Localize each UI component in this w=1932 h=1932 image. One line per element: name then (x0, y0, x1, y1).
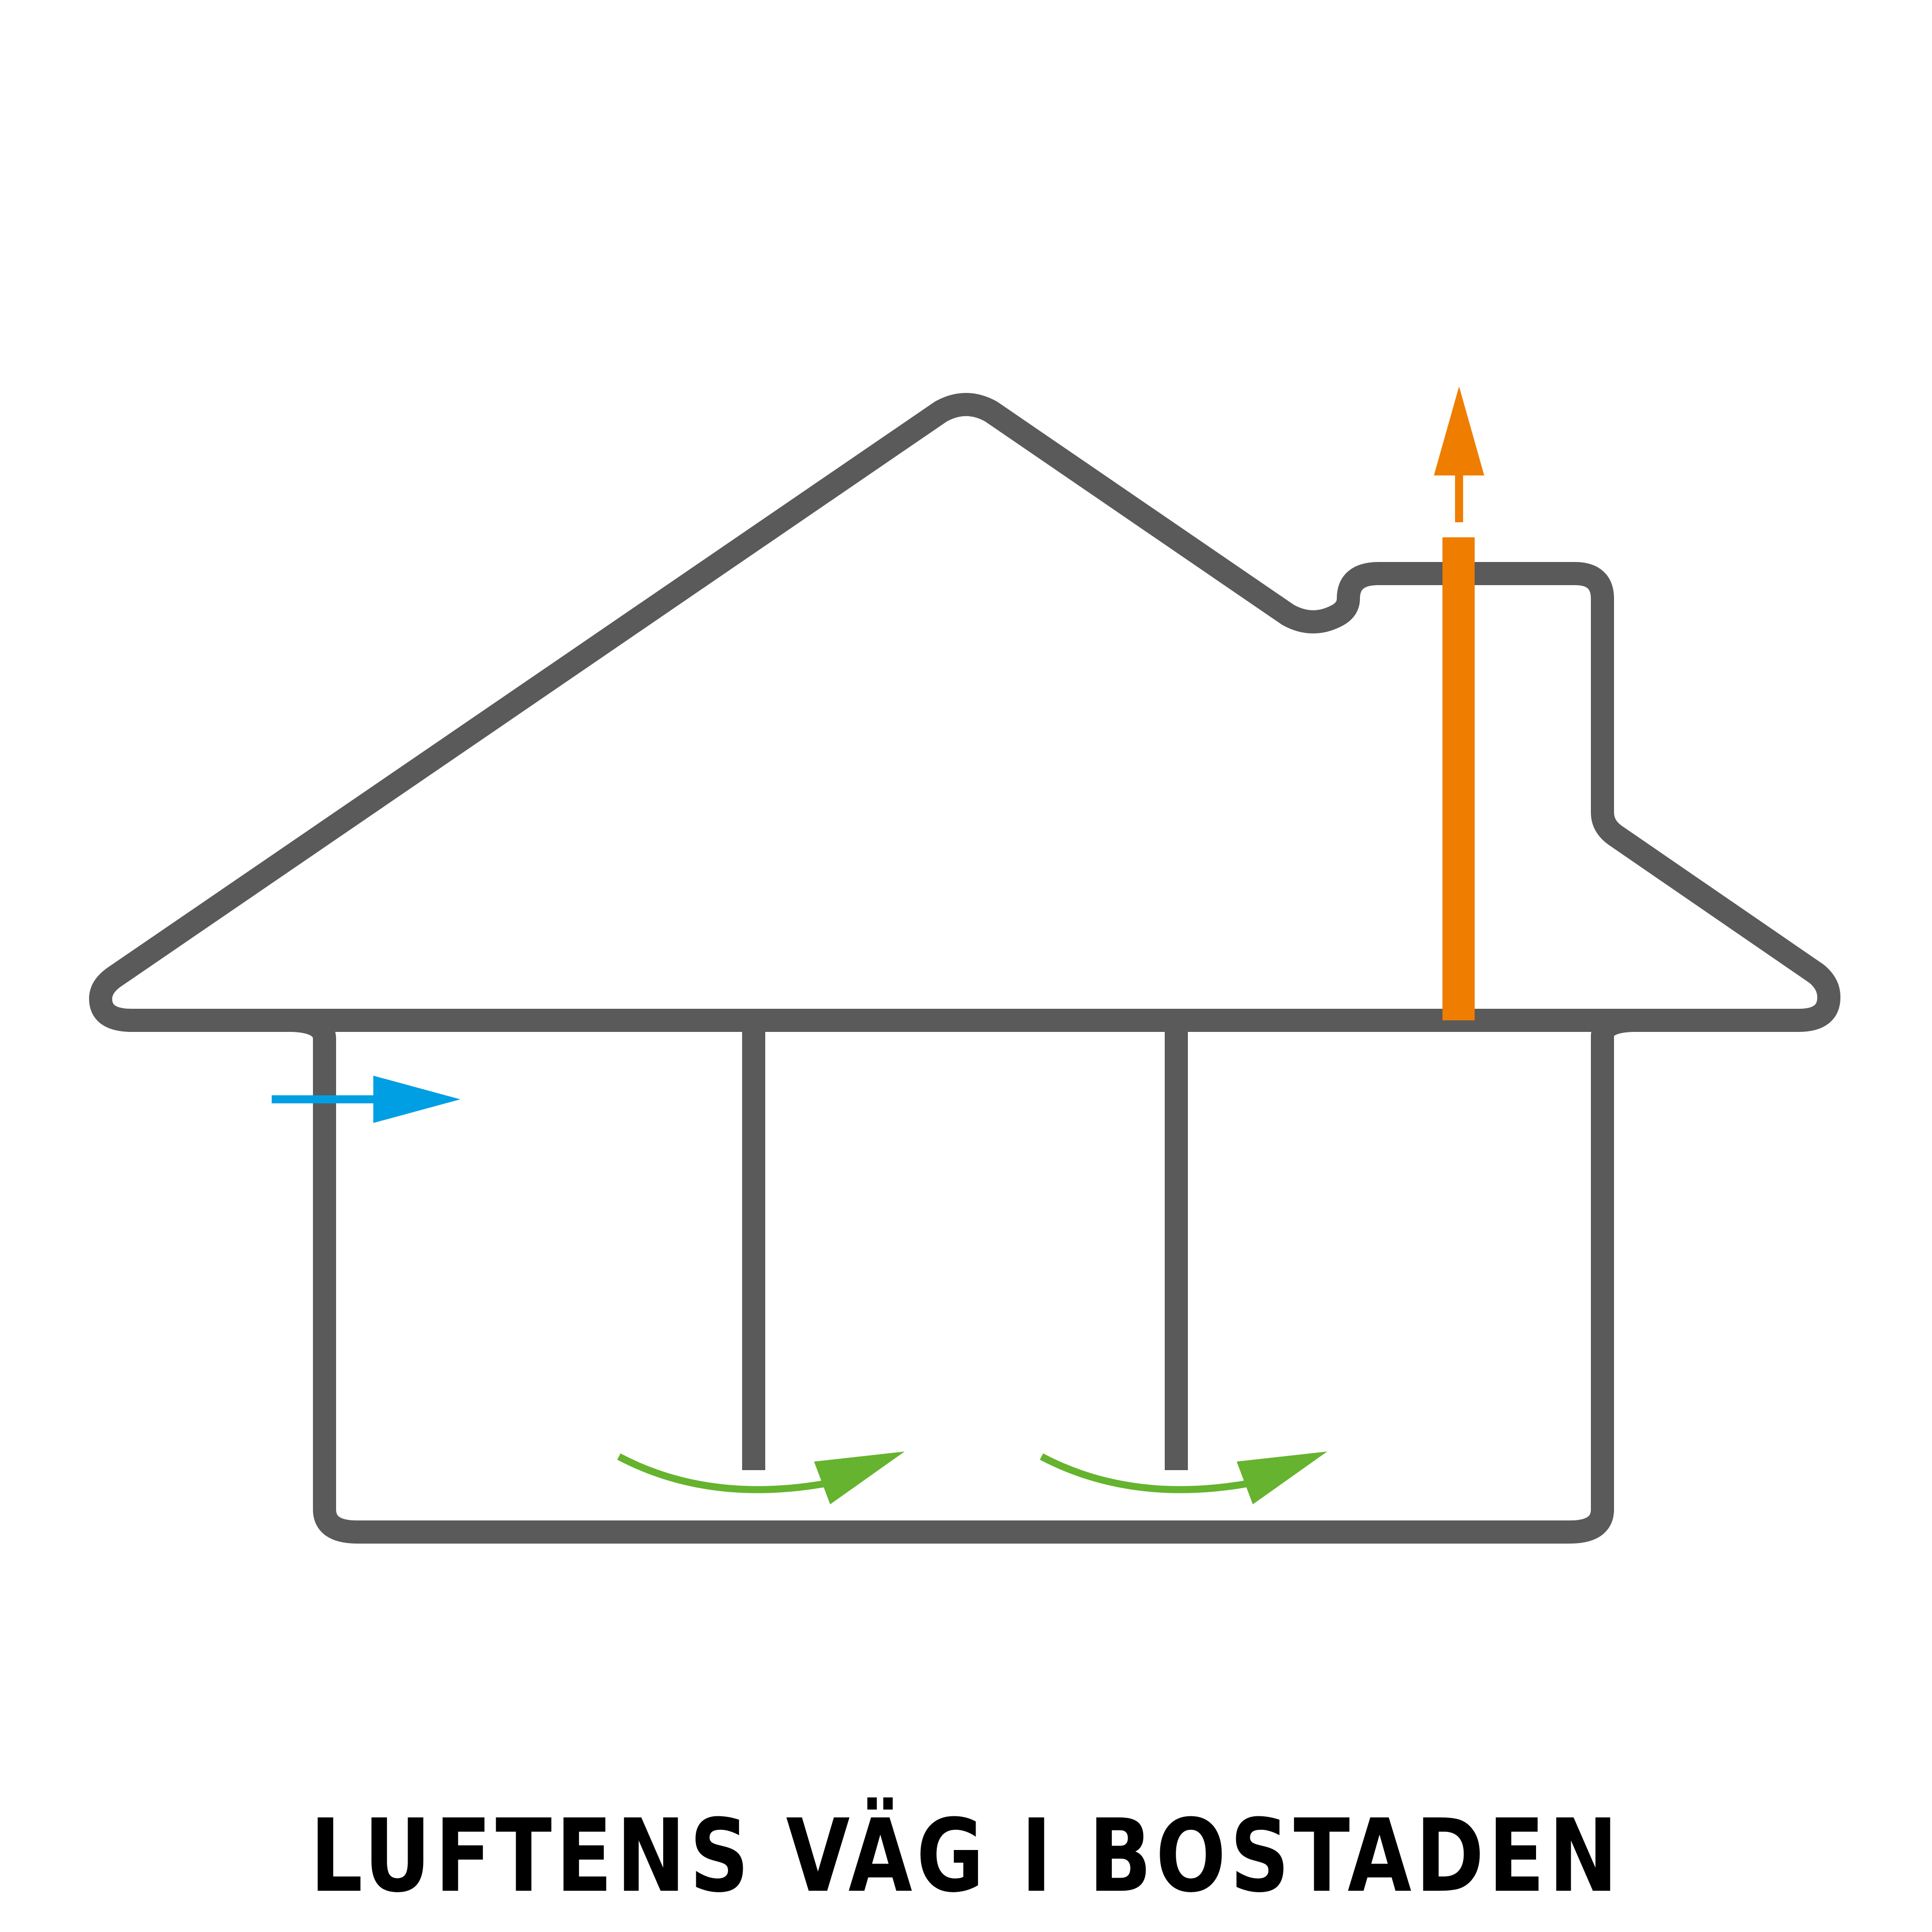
transfer-air-arrow-icon-right (1039, 1452, 1327, 1504)
transfer-air-arrow-icon-left (617, 1452, 905, 1504)
wall-top-right (1591, 1009, 1634, 1038)
supply-air-arrow-icon (272, 1076, 460, 1123)
exhaust-air-arrow-icon (1434, 386, 1484, 522)
exhaust-duct (1442, 537, 1475, 1020)
roof-outline (89, 393, 1840, 1032)
wall-top-left (291, 1009, 336, 1058)
house-walls (313, 1036, 1614, 1544)
diagram-title: LUFTENS VÄG I BOSTADEN (310, 1798, 1622, 1915)
